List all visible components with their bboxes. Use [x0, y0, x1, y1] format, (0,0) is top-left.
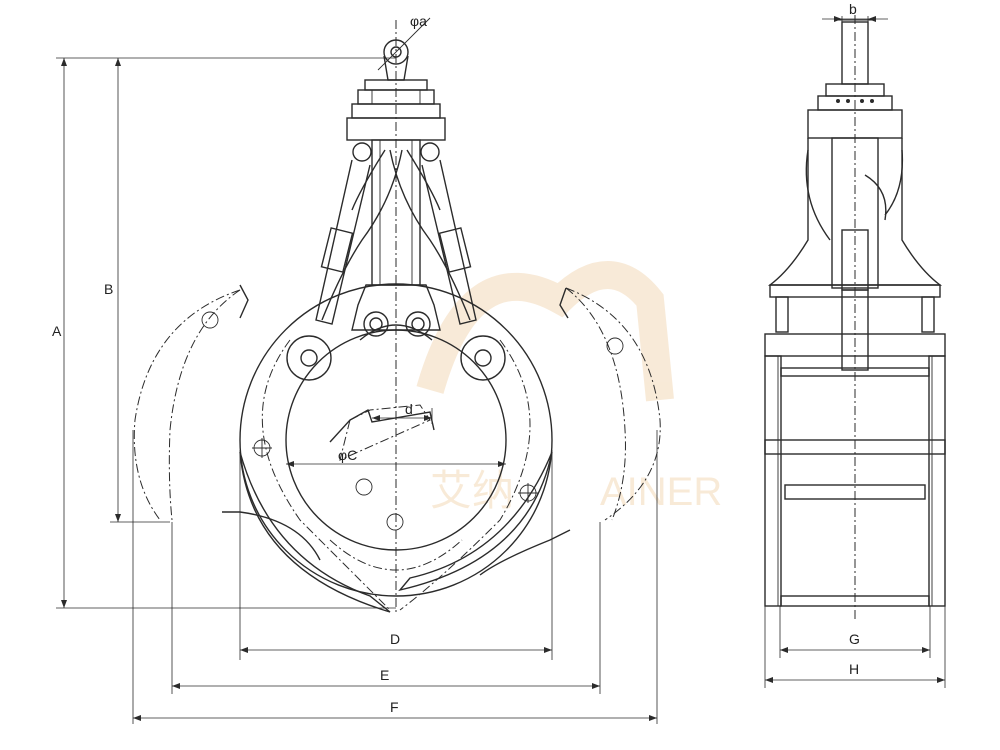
dim-D: D — [239, 450, 553, 660]
label-b: b — [849, 1, 857, 17]
side-view: b — [764, 1, 946, 688]
dim-b: b — [822, 1, 888, 26]
label-B: B — [104, 281, 113, 297]
front-view: φa A B φC — [52, 13, 661, 724]
label-H: H — [849, 661, 859, 677]
label-a: φa — [410, 13, 427, 29]
label-A: A — [52, 323, 62, 339]
dim-A: A — [52, 57, 396, 609]
label-D: D — [390, 631, 400, 647]
side-rotator — [807, 83, 903, 139]
watermark: 艾纳 AINER — [416, 261, 722, 515]
side-frame — [764, 284, 946, 607]
label-E: E — [380, 667, 389, 683]
dim-H: H — [764, 606, 946, 688]
label-c: φC — [338, 447, 357, 463]
dim-d: d — [372, 401, 433, 424]
dim-F: F — [132, 430, 658, 724]
central-hub — [351, 284, 441, 341]
hydraulic-cylinders — [315, 142, 477, 325]
open-tines — [133, 284, 661, 611]
watermark-en-text: AINER — [600, 470, 722, 514]
dim-G: G — [779, 606, 931, 658]
label-F: F — [390, 699, 399, 715]
label-G: G — [849, 631, 860, 647]
closed-tines — [222, 283, 571, 613]
bolt-markers — [201, 311, 624, 531]
label-d: d — [405, 401, 413, 417]
dim-C: φC — [286, 447, 506, 467]
watermark-logo — [416, 261, 674, 402]
dim-B: B — [104, 58, 170, 523]
dim-E: E — [171, 522, 601, 694]
